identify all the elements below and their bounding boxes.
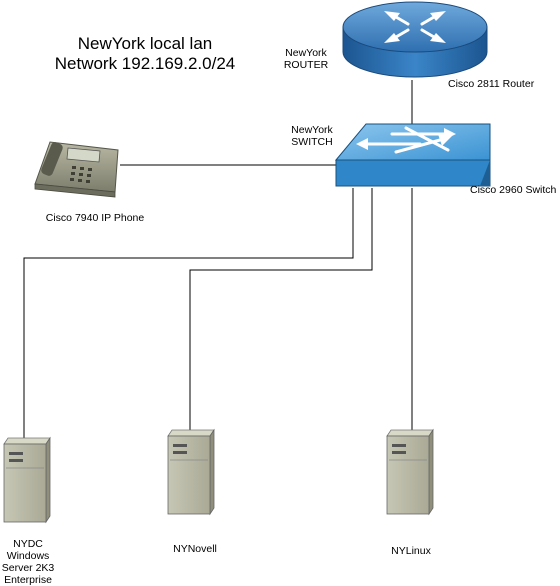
ip-phone-icon[interactable]	[34, 141, 119, 198]
connections	[23, 80, 413, 438]
switch-nynovell-link	[189, 188, 373, 430]
switch-model-label: Cisco 2960 Switch	[470, 184, 557, 196]
title-line-2: Network 192.169.2.0/24	[54, 54, 236, 73]
server-icon-nylinux[interactable]	[386, 428, 434, 516]
router-model-label: Cisco 2811 Router	[448, 78, 535, 90]
router-icon[interactable]	[342, 1, 488, 78]
phone-model-label: Cisco 7940 IP Phone	[45, 212, 145, 224]
switch-nydc-link	[23, 188, 354, 438]
server-icon-nynovell[interactable]	[167, 428, 215, 516]
server-label-nylinux: NYLinux	[391, 545, 431, 557]
network-title: NewYork local lan Network 192.169.2.0/24	[30, 34, 260, 74]
server-icon-nydc[interactable]	[3, 436, 51, 524]
router-name-label: NewYork ROUTER	[283, 47, 329, 71]
switch-icon[interactable]	[334, 123, 491, 187]
server-label-nydc: NYDC Windows Server 2K3 Enterprise	[1, 538, 55, 586]
switch-name-label: NewYork SWITCH	[291, 124, 333, 148]
server-label-nynovell: NYNovell	[173, 543, 217, 555]
title-line-1: NewYork local lan	[77, 34, 213, 53]
